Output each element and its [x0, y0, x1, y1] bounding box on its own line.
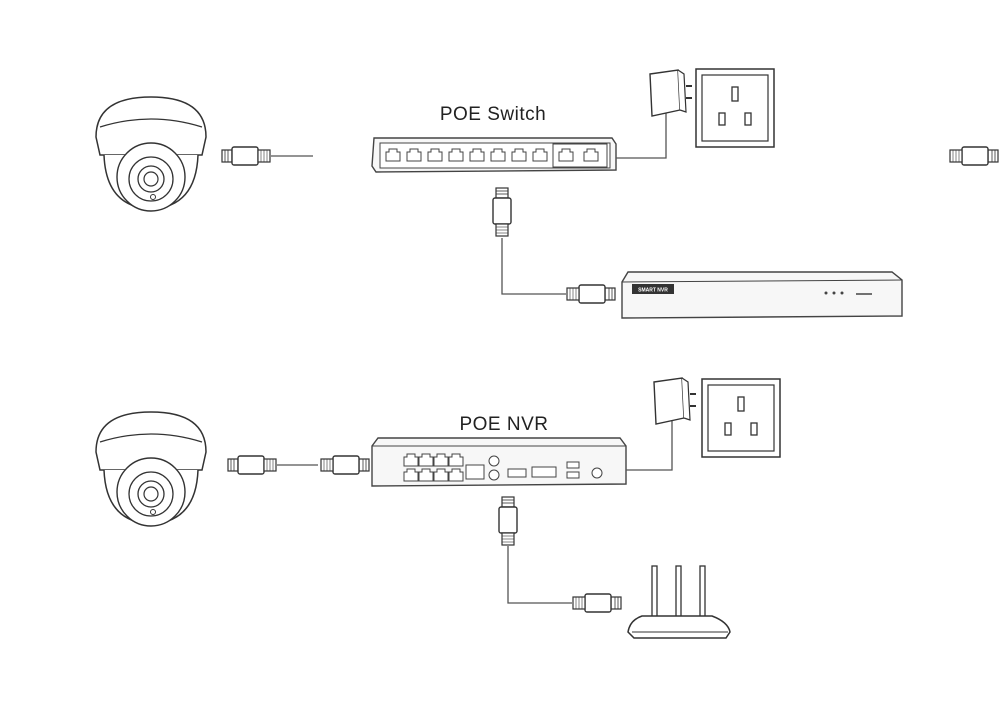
poe-nvr-label: POE NVR	[459, 414, 548, 435]
nvr-icon: SMART NVR	[621, 271, 903, 319]
nvr-badge-label: SMART NVR	[638, 288, 668, 294]
wall-socket-icon	[701, 378, 781, 458]
ethernet-plug-icon	[320, 455, 370, 475]
poe-nvr-icon	[371, 437, 627, 487]
ethernet-plug-icon	[949, 146, 999, 166]
power-line	[626, 411, 684, 471]
dome-camera-icon	[95, 411, 207, 527]
ethernet-plug-icon	[498, 496, 518, 546]
poe-switch-icon	[371, 137, 617, 173]
top-camera	[95, 96, 207, 212]
power-adapter-icon	[649, 69, 693, 117]
poe-switch-label: POE Switch	[440, 104, 546, 125]
ethernet-plug-icon	[227, 455, 277, 475]
wall-socket-icon	[695, 68, 775, 148]
cable-line	[501, 238, 566, 295]
cable-line	[507, 546, 572, 604]
ethernet-plug-icon	[572, 593, 622, 613]
dome-camera-icon	[95, 96, 207, 212]
power-adapter-icon	[653, 377, 697, 425]
ethernet-plug-icon	[566, 284, 616, 304]
router-icon	[627, 565, 731, 639]
nvr-badge	[632, 284, 674, 294]
ethernet-plug-icon	[492, 187, 512, 237]
ethernet-plug-icon	[221, 146, 271, 166]
